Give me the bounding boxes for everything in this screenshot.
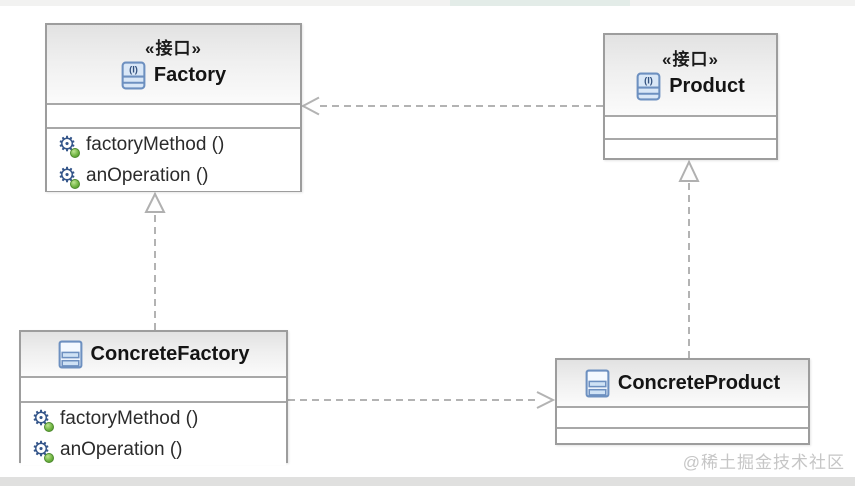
top-strip (0, 0, 855, 6)
concretefactory-attributes-compartment (21, 376, 286, 401)
method-row: ⚙ factoryMethod () (55, 129, 300, 160)
operation-icon: ⚙ (55, 133, 80, 158)
interface-icon: (I) (121, 61, 146, 90)
concretefactory-header: ConcreteFactory (21, 332, 286, 376)
concretefactory-methods-compartment: ⚙ factoryMethod () ⚙ anOperation () (21, 401, 286, 465)
concreteproduct-name: ConcreteProduct (617, 371, 781, 394)
class-icon (585, 369, 610, 397)
method-label: factoryMethod () (86, 133, 225, 155)
product-methods-compartment (605, 138, 776, 158)
operation-icon: ⚙ (55, 164, 80, 189)
method-row: ⚙ factoryMethod () (29, 403, 286, 434)
svg-text:(I): (I) (644, 75, 653, 85)
watermark: @稀土掘金技术社区 (682, 453, 845, 472)
realization-arrow-concreteproduct-to-product (678, 159, 700, 358)
factory-name: Factory (153, 63, 227, 86)
factory-methods-compartment: ⚙ factoryMethod () ⚙ anOperation () (47, 127, 300, 191)
class-box-product: «接口» (I) Product (603, 33, 778, 160)
interface-icon: (I) (636, 72, 661, 101)
class-box-factory: «接口» (I) Factory ⚙ factoryMethod () (45, 23, 302, 192)
svg-text:(I): (I) (129, 64, 138, 74)
product-stereotype: «接口» (662, 50, 719, 70)
method-label: factoryMethod () (60, 407, 199, 429)
product-attributes-compartment (605, 115, 776, 138)
factory-stereotype: «接口» (145, 39, 202, 59)
realization-arrow-concretefactory-to-factory (144, 191, 166, 330)
public-marker-icon (44, 421, 54, 432)
concretefactory-name: ConcreteFactory (90, 342, 250, 365)
public-marker-icon (70, 147, 80, 158)
public-marker-icon (70, 178, 80, 189)
operation-icon: ⚙ (29, 438, 54, 463)
concreteproduct-methods-compartment (557, 427, 808, 443)
product-name: Product (669, 74, 745, 97)
concreteproduct-attributes-compartment (557, 406, 808, 427)
top-strip-accent (450, 0, 630, 6)
class-box-concretefactory: ConcreteFactory ⚙ factoryMethod () ⚙ anO… (19, 330, 288, 465)
concreteproduct-header: ConcreteProduct (557, 360, 808, 406)
method-label: anOperation () (60, 438, 183, 460)
method-row: ⚙ anOperation () (29, 434, 286, 465)
dependency-arrow-product-to-factory (300, 96, 603, 116)
product-header: «接口» (I) Product (605, 35, 776, 115)
factory-header: «接口» (I) Factory (47, 25, 300, 103)
method-label: anOperation () (86, 164, 209, 186)
method-row: ⚙ anOperation () (55, 160, 300, 191)
bottom-strip (0, 477, 855, 486)
factory-attributes-compartment (47, 103, 300, 127)
operation-icon: ⚙ (29, 407, 54, 432)
class-box-concreteproduct: ConcreteProduct (555, 358, 810, 445)
dependency-arrow-concretefactory-to-concreteproduct (288, 391, 556, 409)
public-marker-icon (44, 452, 54, 463)
class-icon (58, 340, 82, 368)
